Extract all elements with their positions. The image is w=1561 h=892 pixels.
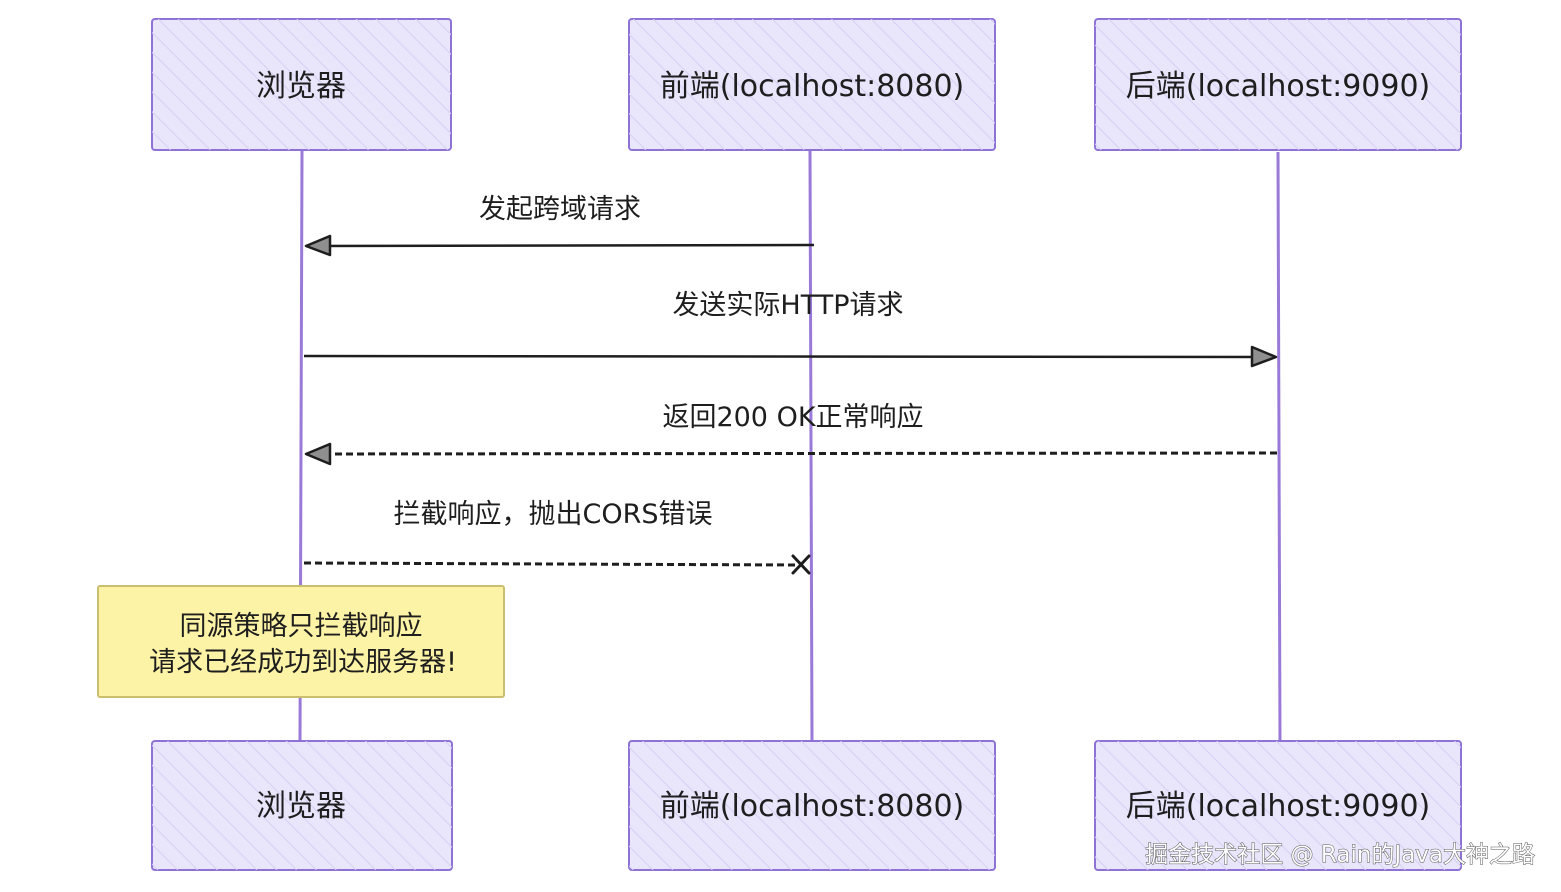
note-line-1: 同源策略只拦截响应 xyxy=(180,611,423,642)
participant-label: 浏览器 xyxy=(256,69,346,104)
participants-top: 浏览器 前端(localhost:8080) 后端(localhost:9090… xyxy=(151,18,1462,151)
participant-backend-bottom: 后端(localhost:9090) xyxy=(1094,740,1462,871)
participant-browser-top: 浏览器 xyxy=(151,18,452,151)
participants-bottom: 浏览器 前端(localhost:8080) 后端(localhost:9090… xyxy=(151,740,1462,871)
message-cross-origin-request: 发起跨域请求 xyxy=(304,194,815,257)
participant-backend-top: 后端(localhost:9090) xyxy=(1094,18,1462,151)
participant-label: 后端(localhost:9090) xyxy=(1126,789,1431,824)
participant-label: 前端(localhost:8080) xyxy=(660,789,965,824)
message-send-http-request: 发送实际HTTP请求 xyxy=(303,290,1278,368)
participant-label: 后端(localhost:9090) xyxy=(1126,69,1431,104)
message-label: 返回200 OK正常响应 xyxy=(662,402,923,433)
note-box: 同源策略只拦截响应 请求已经成功到达服务器! xyxy=(97,585,505,698)
participant-frontend-bottom: 前端(localhost:8080) xyxy=(628,740,996,871)
message-cors-error: 拦截响应，抛出CORS错误 xyxy=(303,499,811,575)
messages: 发起跨域请求 发送实际HTTP请求 返回200 OK正常响应 拦截响应，抛出CO… xyxy=(303,194,1278,575)
lifeline-frontend xyxy=(808,149,814,743)
participant-browser-bottom: 浏览器 xyxy=(151,740,453,871)
message-label: 发送实际HTTP请求 xyxy=(672,290,903,321)
participant-label: 前端(localhost:8080) xyxy=(660,69,965,104)
participant-frontend-top: 前端(localhost:8080) xyxy=(628,18,996,151)
message-label: 拦截响应，抛出CORS错误 xyxy=(393,499,712,530)
watermark: 掘金技术社区 @ Rain的Java大神之路 xyxy=(1145,842,1535,868)
lifeline-backend xyxy=(1276,151,1282,743)
cross-icon xyxy=(791,554,811,575)
message-label: 发起跨域请求 xyxy=(479,194,641,225)
note-line-2: 请求已经成功到达服务器! xyxy=(149,647,457,678)
participant-label: 浏览器 xyxy=(256,789,346,824)
message-200-ok-response: 返回200 OK正常响应 xyxy=(304,402,1278,466)
